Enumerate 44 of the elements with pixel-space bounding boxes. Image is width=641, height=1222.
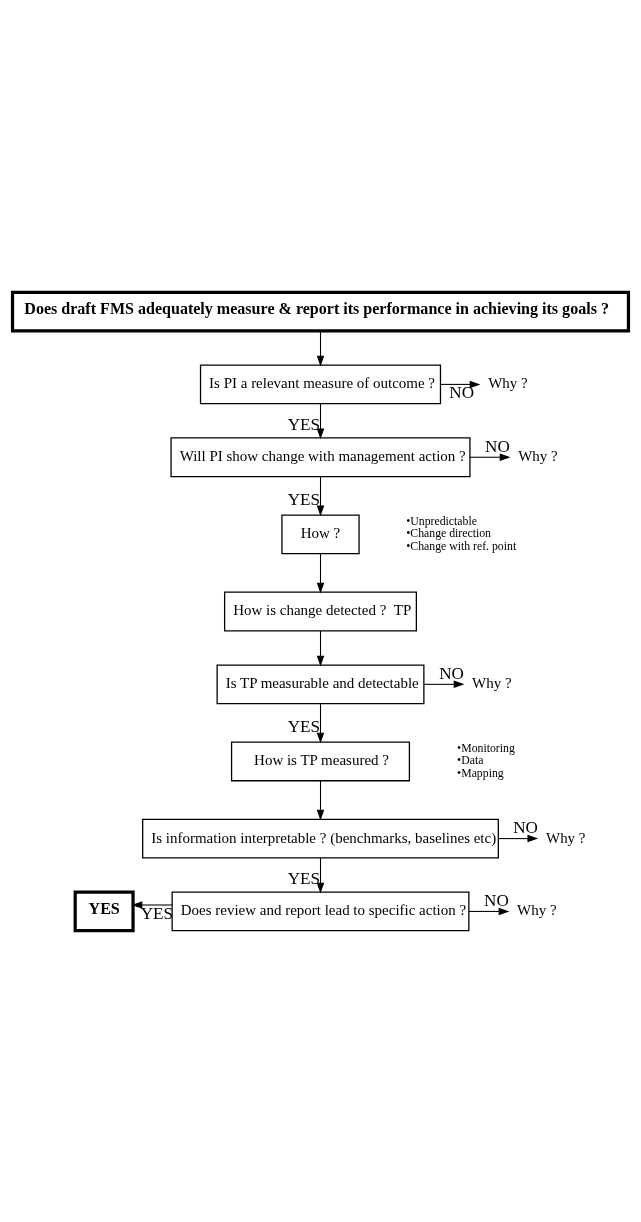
node-box: Does draft FMS adequately measure & report its performance in achieving its goals ? xyxy=(10,290,631,332)
node-text: Why ? xyxy=(517,901,557,918)
node-text: Why ? xyxy=(545,829,586,846)
node-text: Why ? xyxy=(472,674,512,691)
node-box: Is TP measurable and detectable xyxy=(216,663,425,704)
label: •Data xyxy=(457,753,484,767)
node-box: How is change detected ? TP xyxy=(224,591,417,631)
label: •Monitoring xyxy=(457,741,515,755)
label: •Change with ref. point xyxy=(406,539,517,553)
arrow xyxy=(423,680,465,688)
label: •Mapping xyxy=(457,766,504,780)
arrow xyxy=(131,900,173,909)
edge-label: YES xyxy=(287,716,321,736)
edge-label: NO xyxy=(513,817,538,837)
arrow xyxy=(316,475,325,516)
arrow xyxy=(440,380,481,388)
node-text: Why ? xyxy=(518,447,558,464)
edge-label: NO xyxy=(484,890,509,910)
arrow xyxy=(316,630,325,666)
node-box: Is PI a relevant measure of outcome ? xyxy=(199,364,442,404)
arrow xyxy=(468,907,510,915)
edge-label: YES xyxy=(287,868,321,888)
arrow xyxy=(316,330,325,366)
edge-label: YES xyxy=(140,903,174,923)
edge-label: YES xyxy=(287,414,321,434)
edge-label: YES xyxy=(287,489,321,509)
node-box: How ? xyxy=(281,513,360,554)
arrow xyxy=(497,834,539,842)
arrow xyxy=(469,453,511,461)
node-box: Is information interpretable ? (benchmarks, baselines etc) xyxy=(142,818,499,858)
node-box: Does review and report lead to specific action ? xyxy=(171,891,470,931)
node-box: YES xyxy=(73,890,135,932)
node-text: Why ? xyxy=(488,374,528,391)
edge-label: NO xyxy=(449,382,475,402)
label: •Unpredictable xyxy=(406,514,477,528)
arrow xyxy=(316,552,325,593)
arrow xyxy=(316,702,325,743)
arrow xyxy=(316,857,325,893)
arrow xyxy=(316,779,325,820)
node-box: How is TP measured ? xyxy=(230,741,411,781)
edge-label: NO xyxy=(485,436,510,456)
node-box: Will PI show change with management action ? xyxy=(170,436,471,477)
edge-label: NO xyxy=(439,663,464,683)
arrow xyxy=(316,402,325,439)
